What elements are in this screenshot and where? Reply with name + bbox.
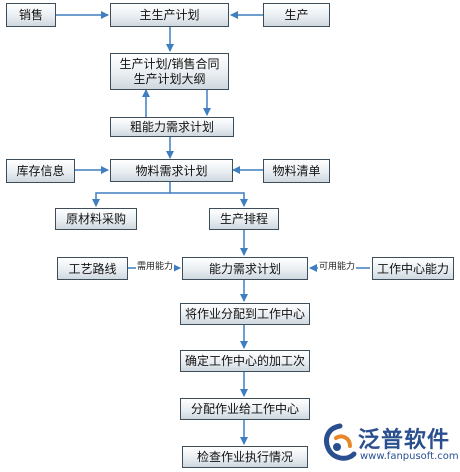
node-work-center-capacity: 工作中心能力 <box>372 257 454 280</box>
node-confirm-processing: 确定工作中心的加工次 <box>180 350 310 372</box>
arrow-material-to-purchase <box>92 182 171 207</box>
node-raw-purchase: 原材料采购 <box>55 208 137 230</box>
node-rough-capacity: 粗能力需求计划 <box>110 117 234 137</box>
node-rough-capacity-label: 粗能力需求计划 <box>129 120 214 134</box>
node-process-route: 工艺路线 <box>57 257 128 280</box>
node-dispatch-job-label: 分配作业给工作中心 <box>190 402 299 416</box>
node-sales: 销售 <box>6 3 56 27</box>
logo-name: 泛普软件 <box>358 428 451 453</box>
node-capacity-plan-label: 能力需求计划 <box>208 261 281 276</box>
node-master-plan: 主生产计划 <box>110 3 229 27</box>
node-dispatch-job: 分配作业给工作中心 <box>180 398 310 420</box>
fanpusoft-logo: 泛普软件 www.fanpusoft.com <box>320 420 460 472</box>
node-material-plan-label: 物料需求计划 <box>135 163 208 178</box>
node-check-execution-label: 检查作业执行情况 <box>196 450 293 464</box>
logo-swirl-icon <box>324 423 357 461</box>
node-material-plan: 物料需求计划 <box>110 159 233 182</box>
node-assign-to-center-label: 将作业分配到工作中心 <box>184 307 305 321</box>
node-confirm-processing-label: 确定工作中心的加工次 <box>184 354 305 368</box>
edge-label-required-capacity: 需用能力 <box>136 262 175 273</box>
node-master-plan-label: 主生产计划 <box>139 8 200 22</box>
node-sales-label: 销售 <box>18 8 43 22</box>
node-inventory-info-label: 库存信息 <box>16 164 65 178</box>
edge-label-available-capacity: 可用能力 <box>318 262 357 273</box>
arrow-material-to-schedule <box>170 192 248 207</box>
node-raw-purchase-label: 原材料采购 <box>65 212 126 226</box>
node-check-execution: 检查作业执行情况 <box>182 446 308 468</box>
node-plan-outline-line2: 生产计划大纲 <box>133 71 206 86</box>
node-assign-to-center: 将作业分配到工作中心 <box>180 303 310 325</box>
node-plan-outline: 生产计划/销售合同 生产计划大纲 <box>110 53 229 90</box>
node-production-label: 生产 <box>284 8 309 22</box>
node-production: 生产 <box>263 3 330 27</box>
node-bom: 物料清单 <box>263 159 330 183</box>
node-production-schedule: 生产排程 <box>209 208 279 230</box>
node-plan-outline-line1: 生产计划/销售合同 <box>119 56 220 71</box>
node-bom-label: 物料清单 <box>272 164 321 178</box>
node-inventory-info: 库存信息 <box>6 159 75 183</box>
logo-url: www.fanpusoft.com <box>360 451 459 462</box>
node-production-schedule-label: 生产排程 <box>219 212 268 226</box>
node-capacity-plan: 能力需求计划 <box>182 257 308 280</box>
node-process-route-label: 工艺路线 <box>68 261 117 276</box>
node-work-center-capacity-label: 工作中心能力 <box>376 261 449 276</box>
